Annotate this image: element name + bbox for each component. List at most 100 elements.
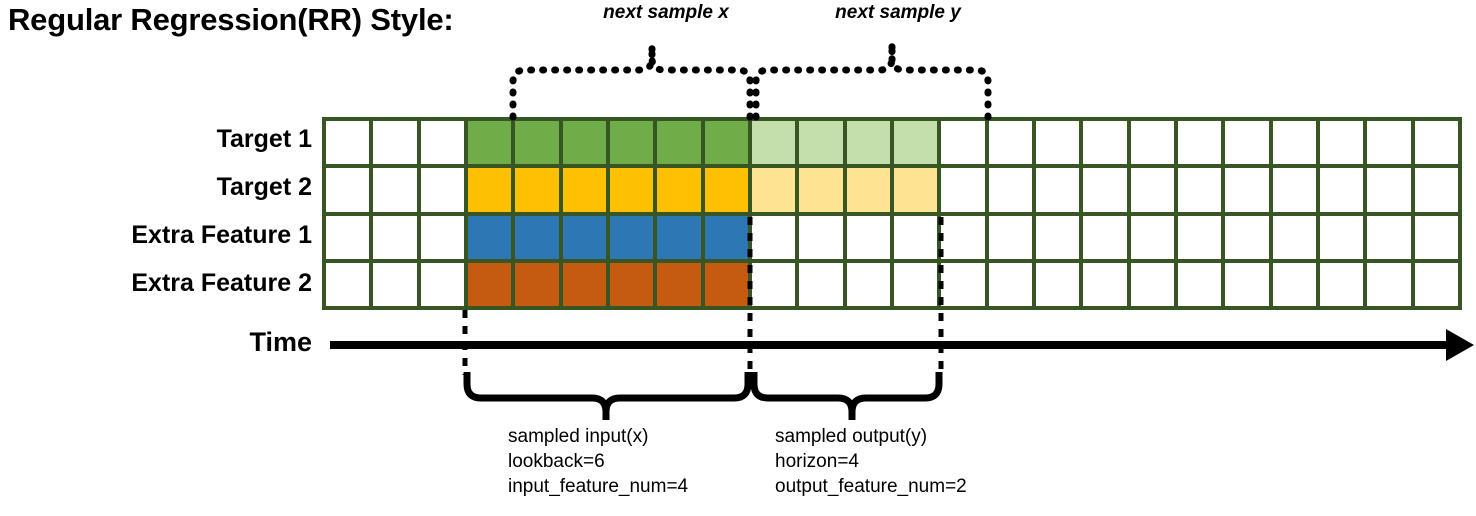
grid-cell-extra-feature-1-t21	[1319, 215, 1364, 259]
grid-cell-extra-feature-2-t9	[751, 262, 796, 306]
grid-cell-target-2-t15	[1035, 168, 1080, 212]
grid-cell-extra-feature-1-t5	[562, 215, 606, 259]
grid-cell-extra-feature-1-t14	[988, 215, 1032, 259]
grid-cell-extra-feature-1-t3	[467, 215, 512, 259]
grid-cell-target-2-t3	[467, 168, 512, 212]
row-label-target-2: Target 2	[216, 173, 312, 201]
grid-cell-target-1-t7	[657, 121, 701, 165]
grid-cell-target-2-t8	[704, 168, 748, 212]
grid-cell-target-2-t18	[1177, 168, 1222, 212]
grid-cell-extra-feature-1-t15	[1035, 215, 1080, 259]
grid-cell-extra-feature-2-t6	[609, 262, 654, 306]
grid-cell-target-1-t15	[1035, 121, 1080, 165]
grid-cell-target-1-t19	[1225, 121, 1269, 165]
grid-cell-target-2-t6	[609, 168, 654, 212]
row-label-group: Target 1 Target 2 Extra Feature 1 Extra …	[0, 117, 312, 310]
grid-cell-extra-feature-1-t17	[1130, 215, 1174, 259]
brace-sampled-output	[750, 372, 943, 420]
grid-cell-target-2-t16	[1083, 168, 1127, 212]
grid-cell-target-1-t10	[799, 121, 843, 165]
grid-cell-extra-feature-2-t13	[941, 262, 985, 306]
grid-cell-extra-feature-2-t14	[988, 262, 1032, 306]
grid-cell-extra-feature-2-t20	[1272, 262, 1316, 306]
grid-cell-target-2-t12	[893, 168, 938, 212]
grid-cell-target-2-t20	[1272, 168, 1316, 212]
timeline-grid	[322, 117, 1462, 310]
grid-cell-target-2-t17	[1130, 168, 1174, 212]
grid-cell-target-1-t9	[751, 121, 796, 165]
grid-cell-target-2-t21	[1319, 168, 1364, 212]
annotation-sampled-input: sampled input(x) lookback=6 input_featur…	[508, 426, 689, 498]
grid-cell-target-1-t0	[326, 121, 370, 165]
grid-cell-target-2-t23	[1414, 168, 1458, 212]
grid-cell-extra-feature-1-t12	[893, 215, 938, 259]
grid-cell-extra-feature-2-t15	[1035, 262, 1080, 306]
grid-cell-extra-feature-1-t23	[1414, 215, 1458, 259]
grid-cell-target-2-t2	[420, 168, 464, 212]
grid-cell-extra-feature-1-t11	[846, 215, 890, 259]
grid-cell-target-1-t13	[941, 121, 985, 165]
grid-cell-extra-feature-2-t5	[562, 262, 606, 306]
grid-cell-target-2-t0	[326, 168, 370, 212]
grid-cell-extra-feature-2-t1	[373, 262, 417, 306]
grid-cell-target-1-t22	[1367, 121, 1411, 165]
grid-cell-extra-feature-2-t16	[1083, 262, 1127, 306]
grid-cell-target-1-t11	[846, 121, 890, 165]
brace-sampled-input	[463, 372, 752, 420]
grid-cell-extra-feature-1-t1	[373, 215, 417, 259]
grid-cell-extra-feature-1-t22	[1367, 215, 1411, 259]
grid-cell-extra-feature-1-t4	[515, 215, 559, 259]
grid-cell-extra-feature-2-t19	[1225, 262, 1269, 306]
grid-cell-target-1-t23	[1414, 121, 1458, 165]
grid-cell-target-2-t5	[562, 168, 606, 212]
grid-cell-extra-feature-1-t0	[326, 215, 370, 259]
grid-cell-extra-feature-2-t12	[893, 262, 938, 306]
row-label-extra-feature-2: Extra Feature 2	[131, 269, 312, 297]
grid-cell-target-1-t17	[1130, 121, 1174, 165]
grid-cell-target-1-t1	[373, 121, 417, 165]
grid-cell-extra-feature-2-t0	[326, 262, 370, 306]
time-axis-label: Time	[249, 327, 312, 357]
grid-cell-extra-feature-1-t9	[751, 215, 796, 259]
grid-cell-extra-feature-1-t13	[941, 215, 985, 259]
grid-cell-extra-feature-1-t16	[1083, 215, 1127, 259]
grid-cell-target-1-t2	[420, 121, 464, 165]
grid-cell-target-1-t21	[1319, 121, 1364, 165]
grid-cell-extra-feature-1-t6	[609, 215, 654, 259]
grid-cell-target-2-t22	[1367, 168, 1411, 212]
grid-cell-extra-feature-2-t21	[1319, 262, 1364, 306]
grid-cell-extra-feature-2-t22	[1367, 262, 1411, 306]
grid-cell-extra-feature-1-t8	[704, 215, 748, 259]
grid-cell-target-2-t9	[751, 168, 796, 212]
grid-cell-extra-feature-1-t20	[1272, 215, 1316, 259]
brace-label-next-sample-x: next sample x	[603, 2, 729, 23]
grid-cell-target-2-t13	[941, 168, 985, 212]
grid-cell-extra-feature-2-t23	[1414, 262, 1458, 306]
grid-cell-extra-feature-2-t2	[420, 262, 464, 306]
annotation-sampled-output: sampled output(y) horizon=4 output_featu…	[775, 426, 967, 498]
dotted-brace-next-sample-y	[752, 42, 992, 121]
grid-cell-extra-feature-2-t8	[704, 262, 748, 306]
time-axis-arrow	[330, 329, 1474, 361]
grid-cell-target-2-t11	[846, 168, 890, 212]
page-title: Regular Regression(RR) Style:	[8, 2, 454, 37]
grid-cell-target-1-t14	[988, 121, 1032, 165]
grid-cell-target-1-t12	[893, 121, 938, 165]
grid-cell-target-2-t1	[373, 168, 417, 212]
grid-cell-target-2-t14	[988, 168, 1032, 212]
grid-cell-extra-feature-2-t4	[515, 262, 559, 306]
grid-cell-target-1-t8	[704, 121, 748, 165]
grid-cell-extra-feature-1-t2	[420, 215, 464, 259]
grid-cell-target-1-t20	[1272, 121, 1316, 165]
grid-cell-extra-feature-2-t7	[657, 262, 701, 306]
grid-cell-target-1-t3	[467, 121, 512, 165]
grid-cell-target-2-t19	[1225, 168, 1269, 212]
grid-cell-extra-feature-2-t11	[846, 262, 890, 306]
grid-cell-extra-feature-1-t19	[1225, 215, 1269, 259]
grid-cell-extra-feature-1-t18	[1177, 215, 1222, 259]
row-label-extra-feature-1: Extra Feature 1	[131, 221, 312, 249]
grid-cell-extra-feature-1-t7	[657, 215, 701, 259]
grid-cell-target-1-t18	[1177, 121, 1222, 165]
grid-cell-extra-feature-2-t17	[1130, 262, 1174, 306]
